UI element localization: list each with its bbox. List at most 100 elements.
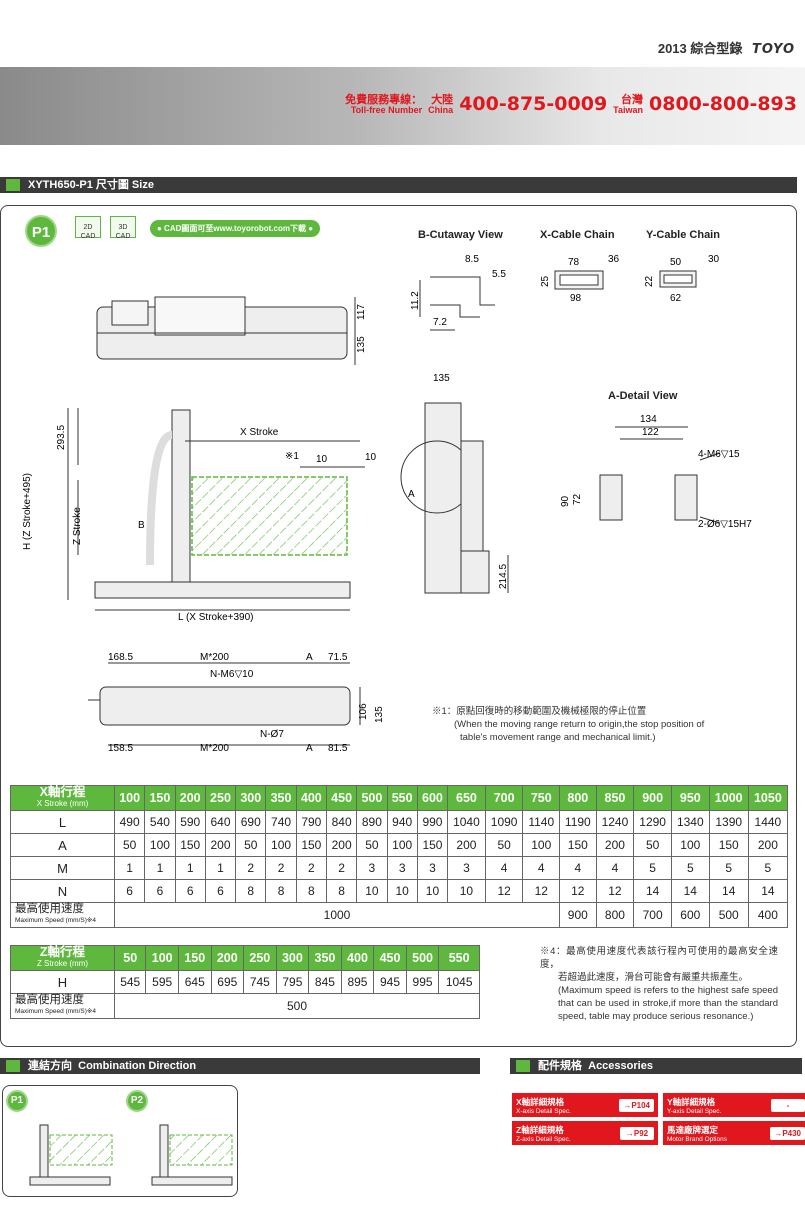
z-speed-value: 500 — [114, 993, 480, 1019]
accessories-section-title: 配件規格 Accessories — [510, 1058, 802, 1074]
label-11-2: 11.2 — [410, 291, 421, 310]
z-h-cell: 595 — [145, 970, 179, 994]
x-n-cell: 6 — [204, 879, 237, 903]
z-stroke-cell: 550 — [438, 945, 480, 971]
label-x-stroke: X Stroke — [240, 427, 279, 438]
x-stroke-cell: 800 — [559, 785, 597, 811]
x-a-cell: 100 — [670, 833, 710, 857]
x-a-cell: 100 — [522, 833, 561, 857]
label-2-o6: 2-Ø6▽15H7 — [698, 519, 752, 530]
x-stroke-cell: 200 — [174, 785, 206, 811]
x-l-cell: 1140 — [522, 810, 561, 834]
label-l-x-stroke: L (X Stroke+390) — [178, 612, 254, 623]
x-speed-cell: 800 — [595, 902, 635, 928]
label-n-m6: N-M6▽10 — [210, 669, 254, 680]
taiwan-number: 0800-800-893 — [649, 93, 797, 115]
x-m-cell: 3 — [356, 856, 388, 880]
x-a-cell: 200 — [204, 833, 237, 857]
y-cable-drawing — [659, 270, 697, 288]
label-a-bottom-top: A — [306, 652, 313, 663]
x-a-cell: 150 — [416, 833, 449, 857]
x-a-cell: 150 — [559, 833, 597, 857]
x-l-cell: 840 — [325, 810, 358, 834]
cad-2d-icon[interactable]: 2D CAD — [75, 216, 101, 240]
label-m200-top: M*200 — [200, 652, 229, 663]
x-m-cell: 4 — [484, 856, 524, 880]
front-view — [67, 408, 365, 611]
label-m200-bottom: M*200 — [200, 743, 229, 754]
x-a-cell: 200 — [595, 833, 635, 857]
x-n-cell: 14 — [670, 879, 710, 903]
x-n-cell: 6 — [174, 879, 206, 903]
x-l-cell: 740 — [265, 810, 297, 834]
label-214-5: 214.5 — [498, 564, 509, 589]
x-a-cell: 200 — [747, 833, 789, 857]
label-25: 25 — [540, 275, 551, 287]
x-m-cell: 4 — [559, 856, 597, 880]
x-m-cell: 1 — [174, 856, 206, 880]
x-stroke-cell: 500 — [356, 785, 388, 811]
x-a-cell: 100 — [144, 833, 176, 857]
catalog-header: 2013 綜合型錄 TOYO — [658, 38, 795, 57]
x-stroke-cell: 400 — [295, 785, 327, 811]
x-l-cell: 1190 — [559, 810, 597, 834]
y-cable-title: Y-Cable Chain — [646, 229, 720, 241]
cad-download-note[interactable]: ● CAD圖面可至www.toyorobot.com下載 ● — [150, 220, 321, 237]
z-stroke-cell: 500 — [405, 945, 440, 971]
x-a-cell: 100 — [265, 833, 297, 857]
x-a-cell: 150 — [295, 833, 327, 857]
z-stroke-cell: 100 — [145, 945, 179, 971]
x-m-cell: 4 — [595, 856, 635, 880]
z-stroke-cell: 450 — [373, 945, 407, 971]
row-label-l: L — [10, 810, 115, 834]
catalog-year-title: 2013 綜合型錄 — [657, 41, 743, 56]
x-stroke-cell: 150 — [144, 785, 176, 811]
side-view — [400, 402, 509, 594]
x-speed-cell: 500 — [708, 902, 749, 928]
size-section-title: XYTH650-P1 尺寸圖 Size — [0, 177, 797, 193]
x-l-cell: 540 — [144, 810, 176, 834]
label-71-5: 71.5 — [328, 652, 348, 663]
x-stroke-cell: 950 — [670, 785, 710, 811]
x-n-cell: 12 — [522, 879, 561, 903]
z-h-cell: 995 — [405, 970, 440, 994]
x-l-cell: 640 — [204, 810, 237, 834]
x-m-cell: 5 — [670, 856, 710, 880]
x-l-cell: 590 — [174, 810, 206, 834]
z-stroke-cell: 300 — [275, 945, 310, 971]
x-speed-cell: 900 — [559, 902, 597, 928]
x-stroke-cell: 450 — [325, 785, 358, 811]
a-detail-title: A-Detail View — [608, 390, 678, 402]
dim-135-top: 135 — [356, 336, 367, 353]
label-4-m6: 4-M6▽15 — [698, 449, 740, 460]
label-7-2: 7.2 — [433, 317, 447, 328]
label-78: 78 — [568, 257, 580, 268]
x-cable-drawing — [554, 270, 604, 290]
cad-3d-icon[interactable]: 3D CAD — [110, 216, 136, 240]
x-l-cell: 790 — [295, 810, 327, 834]
p1-small-badge[interactable]: P1 — [6, 1090, 28, 1112]
label-36: 36 — [608, 254, 620, 265]
x-n-cell: 6 — [113, 879, 146, 903]
label-5-5: 5.5 — [492, 269, 506, 280]
label-a-side: A — [408, 489, 415, 500]
x-m-cell: 3 — [386, 856, 418, 880]
label-z-stroke: Z Stroke — [72, 507, 83, 545]
p2-small-badge[interactable]: P2 — [126, 1090, 148, 1112]
x-n-cell: 6 — [144, 879, 176, 903]
dim-117: 117 — [356, 304, 367, 320]
x-n-cell: 10 — [356, 879, 388, 903]
technical-drawing: 117 135 X Stroke ※1 10 10 293.5 H (Z Str… — [22, 254, 752, 754]
note-4: ※4：最高使用速度代表該行程內可使用的最高安全速度， 若超過此速度，滑台可能會有… — [540, 946, 778, 1022]
x-m-cell: 1 — [204, 856, 237, 880]
